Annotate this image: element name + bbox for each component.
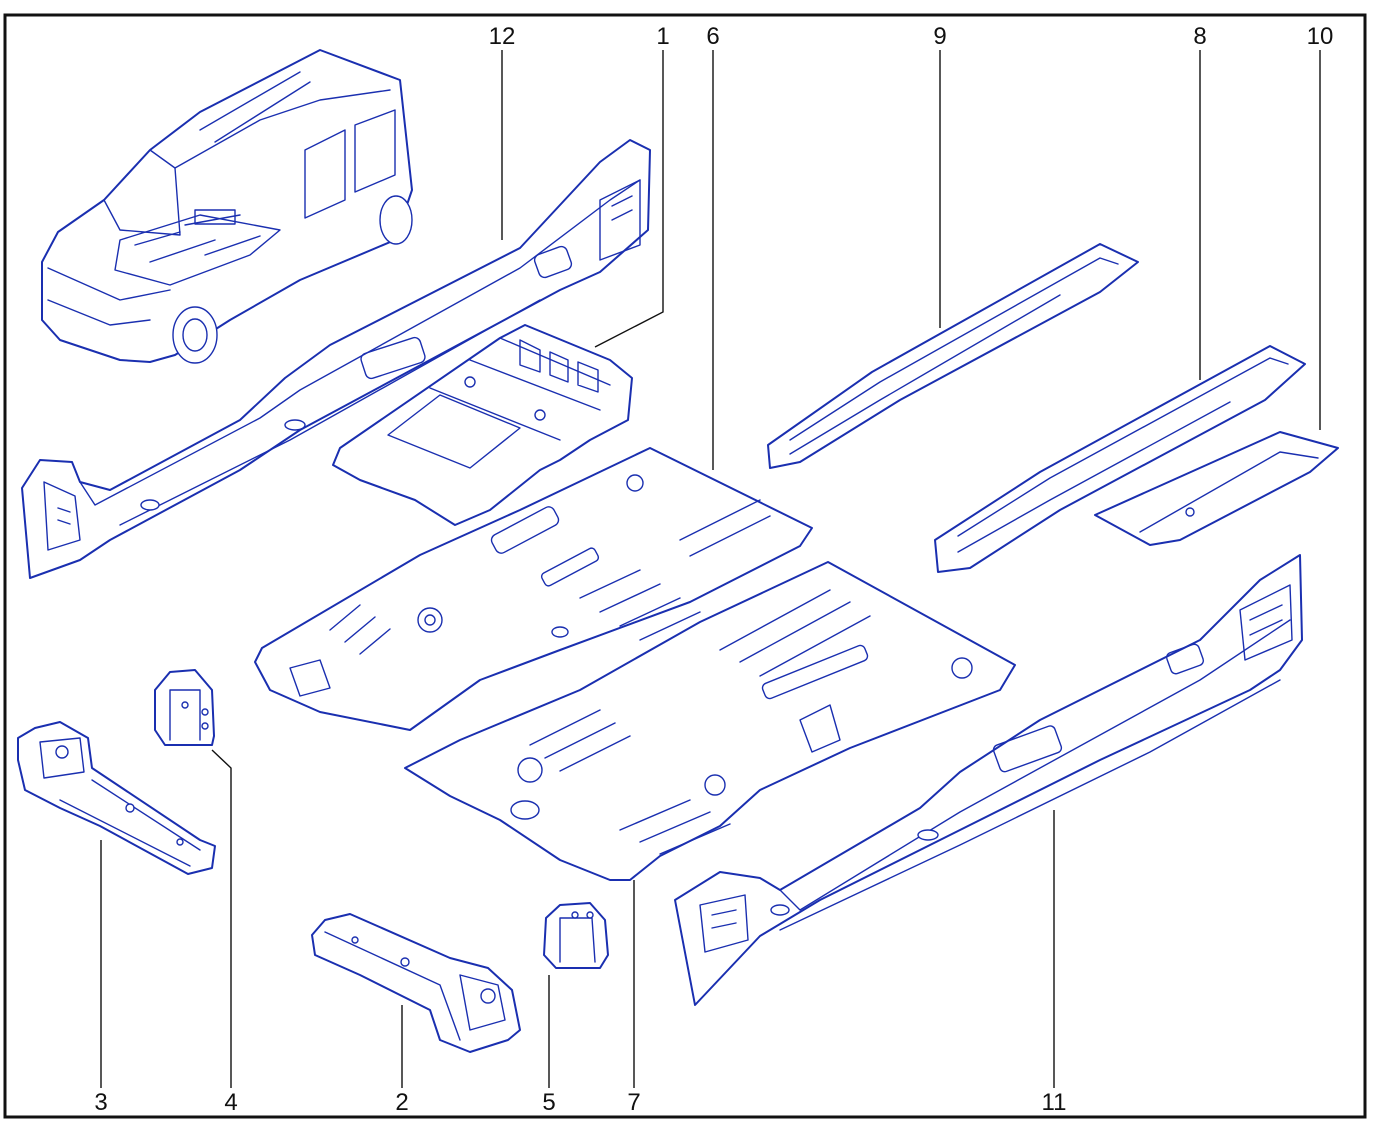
callout-labels: 12 1 6 9 8 10 3 4 2 5 7 11 bbox=[94, 23, 1333, 1116]
part-left-side-sill bbox=[21, 139, 651, 579]
leader-lines bbox=[100, 50, 1321, 1088]
diagram-frame bbox=[3, 13, 1367, 1119]
part-floor-panel-front bbox=[404, 561, 1016, 881]
leader-4 bbox=[211, 749, 232, 1088]
callout-1: 1 bbox=[656, 23, 669, 50]
callout-2: 2 bbox=[395, 1089, 408, 1116]
part-cross-member-10 bbox=[1094, 431, 1339, 546]
part-cross-member-8 bbox=[934, 345, 1306, 573]
vehicle-overview bbox=[41, 49, 413, 364]
part-front-side-member-left bbox=[17, 721, 216, 875]
part-floor-panel-rear bbox=[254, 447, 813, 731]
callout-9: 9 bbox=[933, 23, 946, 50]
callout-12: 12 bbox=[489, 23, 516, 50]
part-front-side-member-right bbox=[311, 913, 521, 1053]
callout-10: 10 bbox=[1307, 23, 1334, 50]
part-floor-panel-upper bbox=[332, 324, 633, 526]
leader-1 bbox=[594, 50, 664, 348]
callout-6: 6 bbox=[706, 23, 719, 50]
callout-3: 3 bbox=[94, 1089, 107, 1116]
callout-7: 7 bbox=[627, 1089, 640, 1116]
part-bracket-5 bbox=[543, 902, 609, 969]
callout-8: 8 bbox=[1193, 23, 1206, 50]
part-bracket-4 bbox=[154, 669, 215, 746]
part-right-side-sill bbox=[674, 554, 1303, 1006]
part-cross-member-9 bbox=[767, 243, 1139, 469]
callout-4: 4 bbox=[224, 1089, 237, 1116]
callout-11: 11 bbox=[1042, 1089, 1067, 1116]
callout-5: 5 bbox=[542, 1089, 555, 1116]
